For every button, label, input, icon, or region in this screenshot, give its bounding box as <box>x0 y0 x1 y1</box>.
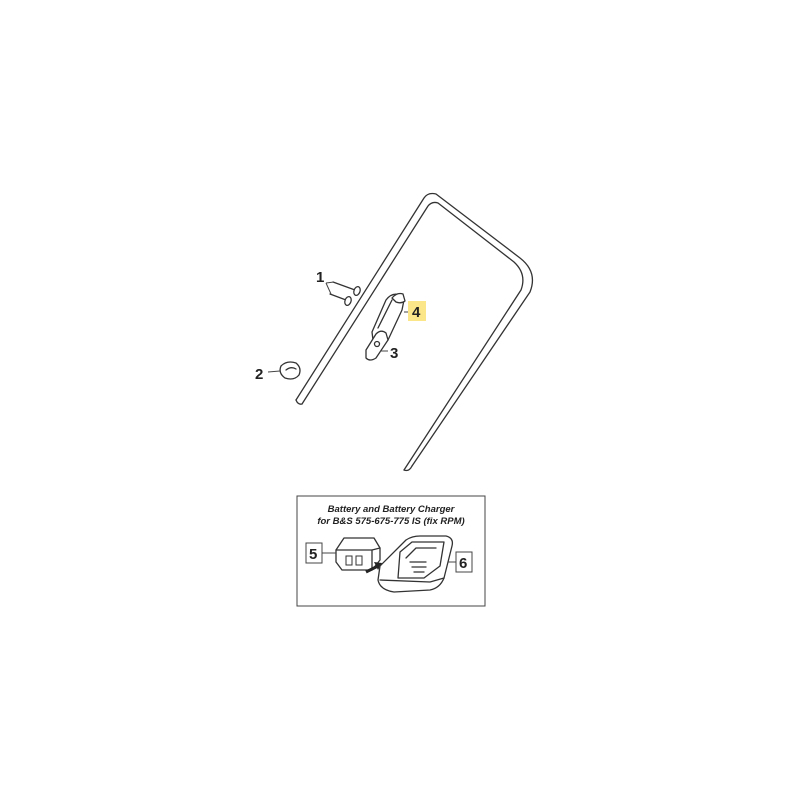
leader-part-1 <box>325 281 335 295</box>
battery-part-5 <box>335 537 381 571</box>
leader-part-2 <box>267 370 281 373</box>
inset-title-line-1: Battery and Battery Charger <box>328 504 456 515</box>
callout-4: 4 <box>412 304 421 321</box>
charger-part-6 <box>377 535 454 593</box>
callout-4-highlight <box>408 301 426 321</box>
inset-title-line-2: for B&S 575-675-775 IS (fix RPM) <box>317 516 464 527</box>
callout-1: 1 <box>316 269 324 286</box>
callout-3: 3 <box>390 345 398 362</box>
inset-frame <box>296 495 486 607</box>
screw-part-1 <box>329 281 361 307</box>
key-part-3 <box>365 330 389 361</box>
callout-6: 6 <box>459 555 467 572</box>
clip-part-2 <box>279 361 301 380</box>
callout-2: 2 <box>255 366 263 383</box>
handlebar <box>295 192 534 472</box>
insert-arrow <box>365 562 382 574</box>
callout-5: 5 <box>309 546 317 563</box>
